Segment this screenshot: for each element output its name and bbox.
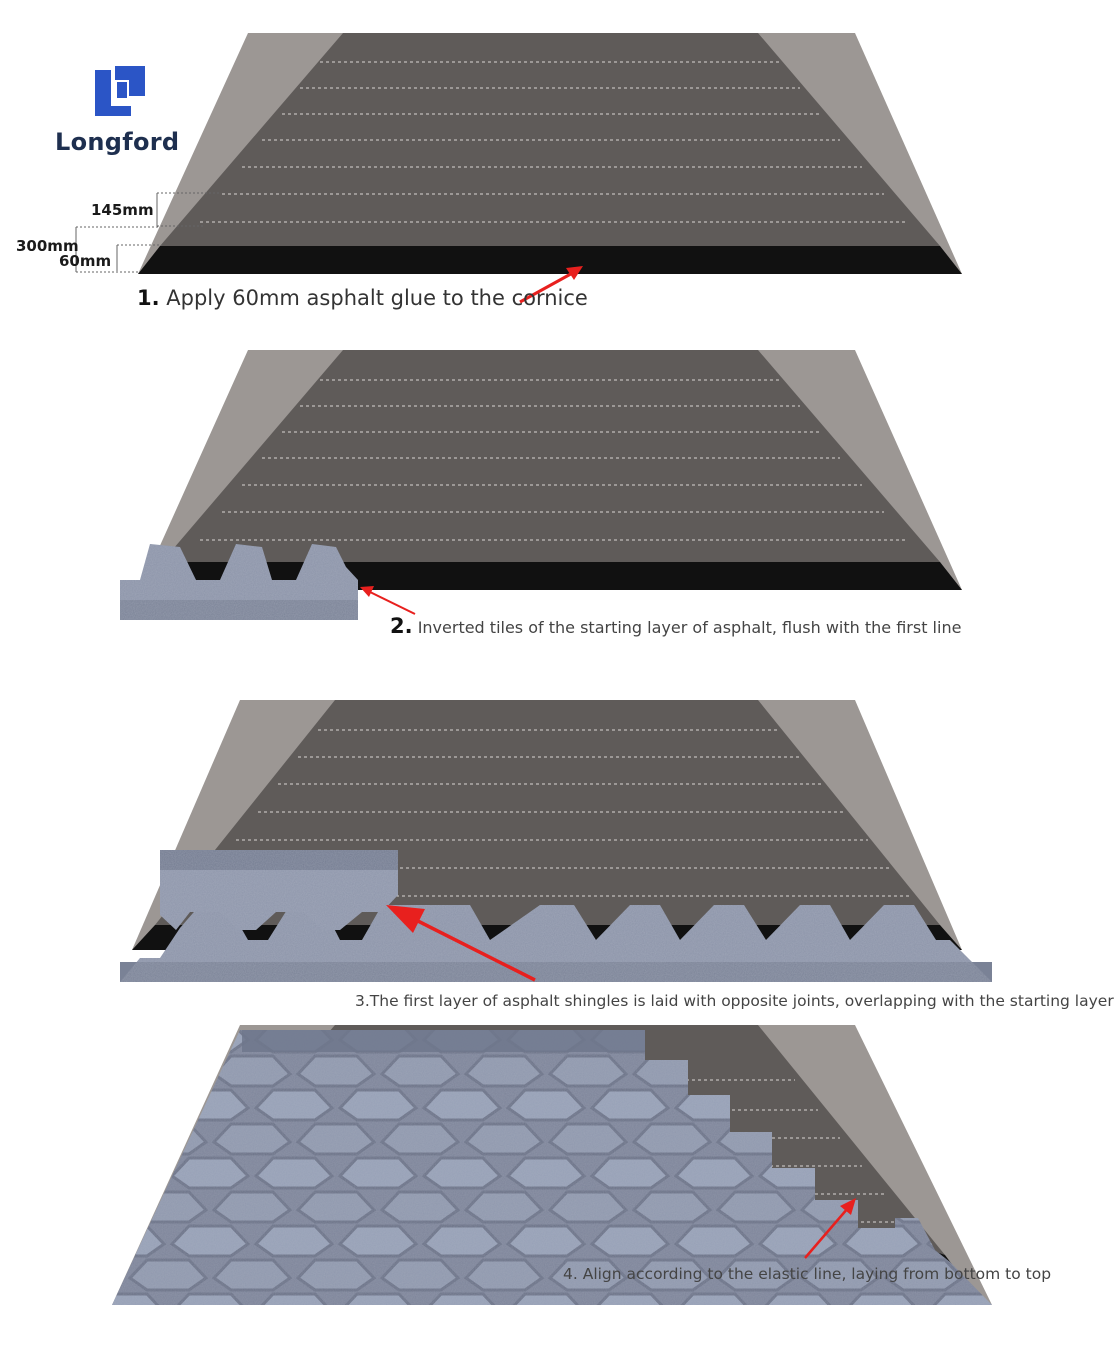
step-number: 1. [137,286,160,310]
arrow-3 [386,905,536,982]
lifted-shingle [160,850,398,930]
longford-logo-icon [95,66,145,116]
brand-logo: Longford [55,62,195,162]
step-1-caption: 1. Apply 60mm asphalt glue to the cornic… [137,286,588,310]
dimension-label-60: 60mm [59,252,112,270]
arrow-1 [519,266,583,304]
dimension-label-300: 300mm [16,237,79,255]
step-text: Apply 60mm asphalt glue to the cornice [166,286,588,310]
roof-installation-diagram [75,33,992,1305]
step-3-caption: 3.The first layer of asphalt shingles is… [355,992,1114,1010]
panel-3 [120,700,992,982]
first-layer-shingles [120,905,992,982]
starter-inverted-tile [120,544,358,620]
step-text: 4. Align according to the elastic line, … [563,1265,1052,1283]
panel-4 [112,1025,992,1305]
chalk-lines [200,379,906,541]
arrow-2 [360,586,416,615]
step-text: 3.The first layer of asphalt shingles is… [355,992,1114,1010]
roof-top-face [162,350,940,562]
asphalt-glue-band [138,246,962,274]
dimension-label-145: 145mm [91,201,154,219]
panel-1 [75,33,962,304]
chalk-lines [200,61,906,223]
step-text: Inverted tiles of the starting layer of … [417,618,962,637]
panel-2 [120,350,962,620]
arrow-4 [804,1198,856,1259]
hex-shingle-field [112,1030,992,1305]
step-4-caption: 4. Align according to the elastic line, … [563,1265,1051,1283]
step-2-caption: 2. Inverted tiles of the starting layer … [390,614,961,638]
brand-name: Longford [55,128,180,156]
dimension-guides [75,192,220,273]
step-number: 2. [390,614,413,638]
